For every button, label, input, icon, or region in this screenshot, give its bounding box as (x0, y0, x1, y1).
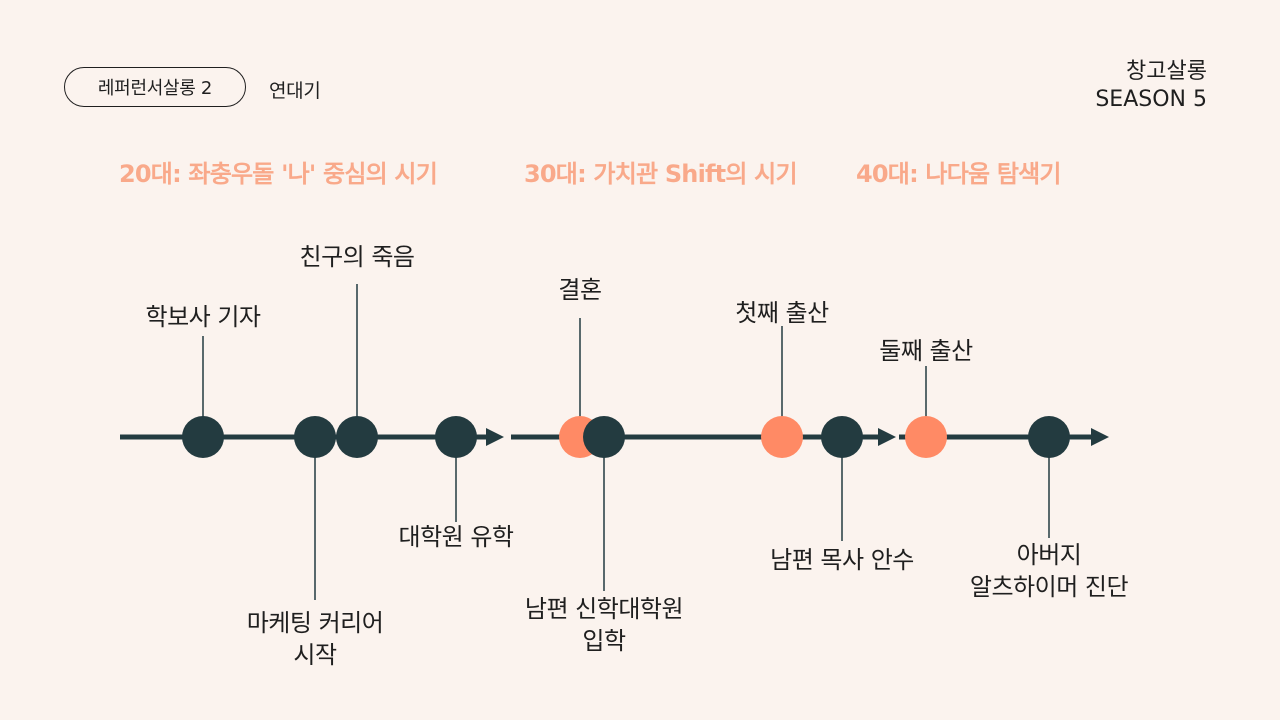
event-label-line: 남편 신학대학원 (524, 595, 684, 623)
event-node-8 (821, 416, 863, 458)
brand-name: 창고살롱 (1126, 59, 1207, 84)
timeline-arrowhead-3 (1091, 428, 1109, 446)
series-pill: 레퍼런서살롱 2 (64, 67, 246, 107)
event-label-line: 아버지 (1016, 541, 1082, 569)
event-label-7: 첫째 출산 (735, 297, 829, 329)
event-node-4 (435, 416, 477, 458)
event-label-8: 남편 목사 안수 (770, 544, 914, 576)
event-node-6 (583, 416, 625, 458)
event-label-5: 결혼 (558, 274, 602, 306)
series-pill-label: 레퍼런서살롱 2 (97, 78, 213, 99)
event-label-line: 남편 목사 안수 (770, 546, 914, 574)
event-label-1: 학보사 기자 (145, 301, 261, 333)
event-node-2 (294, 416, 336, 458)
event-label-line: 첫째 출산 (735, 299, 829, 327)
page-subtitle: 연대기 (269, 80, 321, 102)
event-label-line: 둘째 출산 (879, 337, 973, 365)
era-label-30s: 30대: 가치관 Shift의 시기 (524, 160, 798, 188)
brand-season: SEASON 5 (1095, 87, 1207, 112)
event-node-1 (182, 416, 224, 458)
event-label-3: 친구의 죽음 (299, 241, 415, 273)
event-label-9: 둘째 출산 (879, 335, 973, 367)
event-label-line: 친구의 죽음 (299, 243, 415, 271)
event-node-3 (336, 416, 378, 458)
event-node-9 (905, 416, 947, 458)
event-node-7 (761, 416, 803, 458)
event-label-line: 입학 (582, 627, 626, 655)
event-node-10 (1028, 416, 1070, 458)
event-label-line: 알츠하이머 진단 (969, 573, 1129, 601)
event-label-line: 학보사 기자 (145, 303, 261, 331)
era-label-40s: 40대: 나다움 탐색기 (856, 160, 1061, 188)
event-label-4: 대학원 유학 (398, 521, 514, 553)
event-label-line: 마케팅 커리어 (246, 609, 384, 637)
event-label-line: 대학원 유학 (398, 523, 514, 551)
event-label-line: 시작 (293, 641, 337, 669)
event-label-line: 결혼 (558, 276, 602, 304)
timeline-arrowhead-1 (486, 428, 504, 446)
timeline-arrowhead-2 (878, 428, 896, 446)
era-label-20s: 20대: 좌충우돌 '나' 중심의 시기 (119, 160, 438, 188)
brand-block: 창고살롱 SEASON 5 (1095, 58, 1207, 114)
